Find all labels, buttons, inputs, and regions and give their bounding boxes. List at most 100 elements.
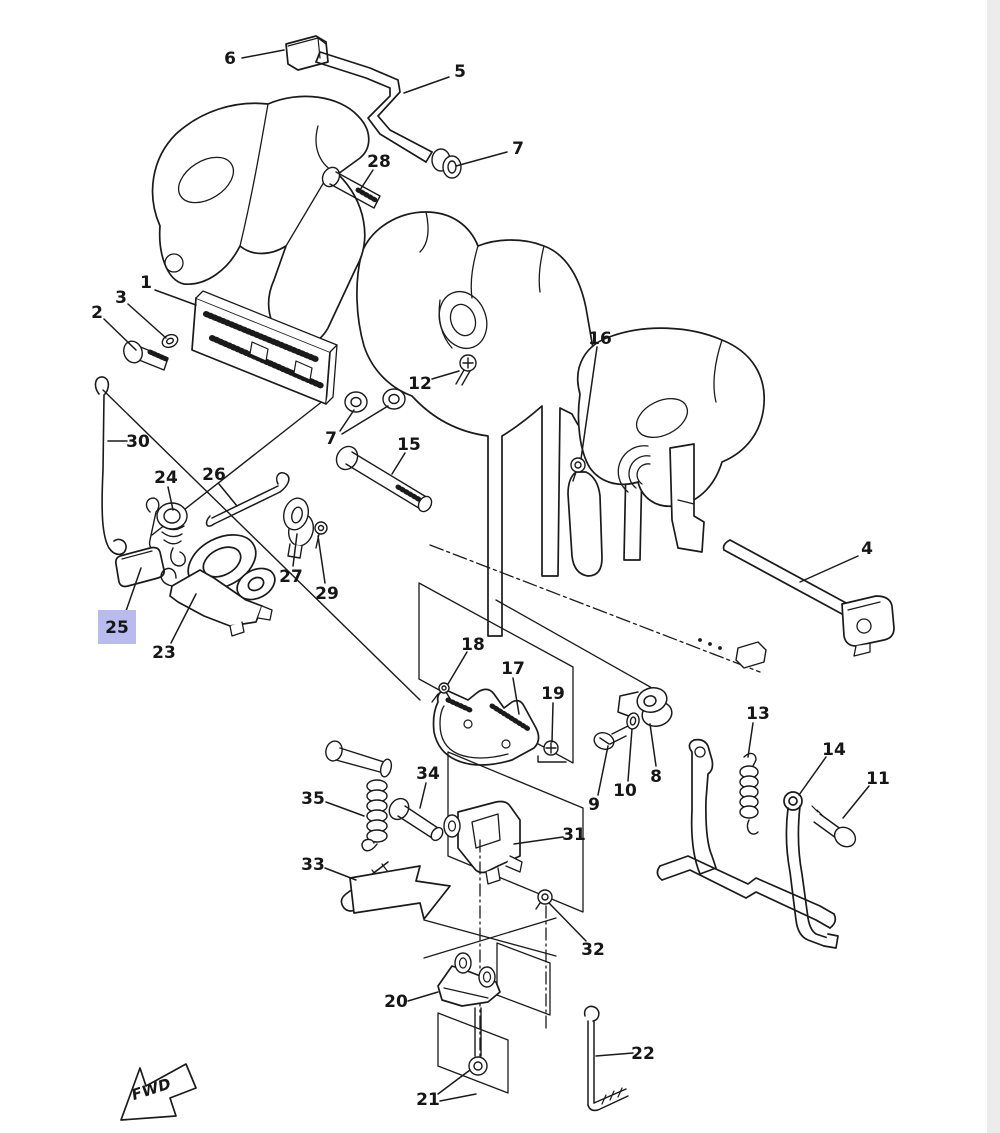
- steering-rod-4: [722, 539, 895, 657]
- bracket-23: [160, 534, 276, 637]
- leader-line-29: [317, 535, 326, 584]
- part-label-21-21: 21: [416, 1090, 440, 1110]
- part-label-3-2: 3: [115, 288, 127, 308]
- leader-line-15: [391, 452, 406, 475]
- grommets-7: [344, 388, 406, 413]
- bolt-2: [123, 340, 169, 371]
- part-label-9-9: 9: [588, 795, 600, 815]
- leader-line-24: [167, 486, 174, 511]
- rubber-cap-6: [285, 35, 329, 71]
- leader-line-21: [439, 1093, 477, 1102]
- left-clamp-bracket: [151, 95, 370, 347]
- leader-line-2: [103, 318, 137, 351]
- leader-line-28: [359, 169, 374, 191]
- bolt-34: [388, 797, 444, 842]
- part-label-30-30: 30: [126, 432, 150, 452]
- stud-and-nut-21: [468, 1007, 488, 1076]
- leader-line-5: [403, 76, 450, 94]
- part-label-16-16: 16: [588, 329, 612, 349]
- part-label-25-25: 25: [105, 618, 129, 638]
- part-label-17-17: 17: [501, 659, 525, 679]
- link-bar: [656, 855, 837, 929]
- swivel-bracket: [356, 211, 661, 637]
- adjusting-plate-1: [191, 290, 338, 405]
- spring-13: [739, 752, 759, 835]
- bolt-16: [570, 457, 586, 482]
- bushing-7-top: [431, 148, 462, 179]
- leader-line-25: [125, 567, 142, 612]
- wire-rod-22: [583, 1005, 629, 1112]
- part-label-19-19: 19: [541, 684, 565, 704]
- part-label-5-4: 5: [454, 62, 466, 82]
- part-label-34-34: 34: [416, 764, 440, 784]
- part-label-1-0: 1: [140, 273, 152, 293]
- leader-line-3: [127, 303, 167, 339]
- part-label-31-31: 31: [562, 825, 586, 845]
- leader-line-32: [548, 902, 587, 942]
- nut-32: [535, 889, 553, 910]
- leader-line-22: [595, 1052, 634, 1057]
- leader-line-33: [324, 867, 357, 881]
- part-label-24-24: 24: [154, 468, 178, 488]
- direction-arrow-shape: [349, 865, 451, 920]
- leader-line-31: [513, 836, 564, 845]
- bolt-11: [811, 805, 857, 848]
- part-label-11-11: 11: [866, 769, 890, 789]
- bolt-19: [537, 740, 567, 763]
- spacer-panels-lower: [437, 942, 551, 1094]
- part-label-15-15: 15: [397, 435, 421, 455]
- cam-27: [282, 497, 315, 559]
- friction-piece-17: [432, 688, 540, 766]
- clip-18: [431, 682, 453, 703]
- leader-lines: [103, 49, 870, 1102]
- right-clamp-bracket: [567, 327, 765, 577]
- leader-line-1: [154, 289, 197, 306]
- bolt-12: [455, 354, 477, 386]
- tilt-lever-assembly: [285, 35, 462, 209]
- tilt-lever-5: [315, 51, 433, 163]
- leader-line-18: [447, 651, 468, 685]
- spacer-panel-upper: [418, 582, 574, 764]
- leader-line-11: [842, 785, 870, 819]
- part-label-2-1: 2: [91, 303, 103, 323]
- wire-clip-30: [94, 376, 127, 556]
- leader-line-21: [437, 1069, 471, 1095]
- part-label-12-12: 12: [408, 374, 432, 394]
- part-label-7-6: 7: [512, 139, 524, 159]
- vertical-centerlines: [479, 839, 547, 1057]
- part-label-26-26: 26: [202, 465, 226, 485]
- bolt-15: [335, 445, 433, 513]
- cam-stopper-8: [617, 687, 673, 727]
- part-label-32-32: 32: [581, 940, 605, 960]
- highlight-box-part-25: [98, 610, 136, 644]
- block-25: [114, 546, 165, 588]
- pin-26: [205, 472, 290, 527]
- leader-line-7: [341, 405, 389, 435]
- bolt-29: [314, 521, 328, 549]
- leader-line-10: [627, 728, 633, 782]
- fwd-arrow: [120, 1063, 197, 1121]
- leader-line-13: [747, 722, 754, 758]
- bracket-31: [443, 800, 523, 885]
- part-label-10-10: 10: [613, 781, 637, 801]
- leader-line-4: [799, 555, 859, 583]
- leader-line-9: [597, 745, 609, 796]
- part-label-13-13: 13: [746, 704, 770, 724]
- pivot-centerline: [429, 544, 761, 689]
- leader-line-26: [218, 483, 238, 507]
- alignment-lines-upper: [102, 389, 421, 701]
- part-label-4-3: 4: [861, 539, 873, 559]
- part-label-6-5: 6: [224, 49, 236, 69]
- bolt-with-spring-35: [325, 740, 393, 852]
- anode-bracket-20: [437, 952, 501, 1007]
- part-label-7-7: 7: [325, 429, 337, 449]
- leader-line-23: [170, 593, 197, 644]
- leader-line-17: [512, 677, 520, 715]
- leader-line-34: [419, 782, 427, 809]
- part-label-18-18: 18: [461, 635, 485, 655]
- pin-clip-8-top: [698, 638, 767, 669]
- part-label-14-14: 14: [822, 740, 846, 760]
- leader-line-7: [339, 409, 355, 432]
- leader-line-8: [649, 723, 657, 767]
